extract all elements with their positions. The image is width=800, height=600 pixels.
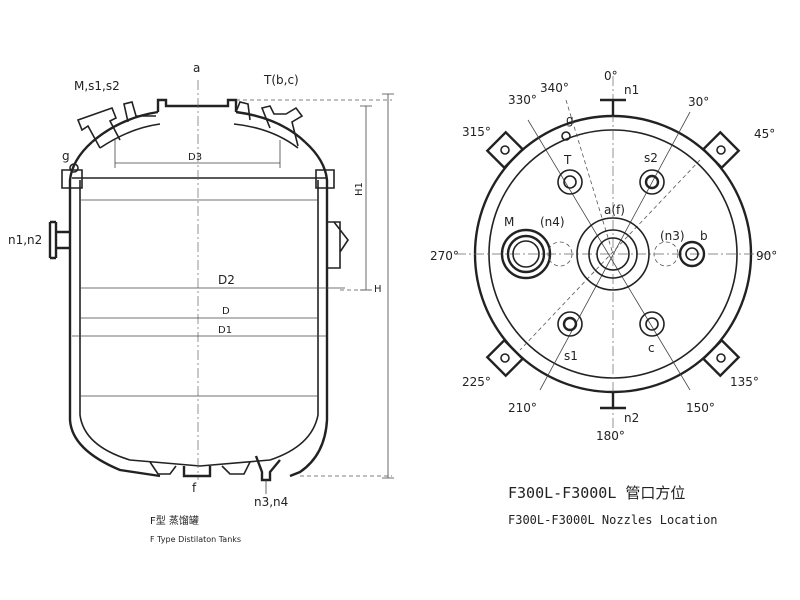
angle-315: 315° [462,125,491,139]
nozzle-n1 [600,98,626,116]
label-t-b-c: T(b,c) [263,73,299,87]
vessel-outer-shell [68,141,329,478]
caption-cn-left: F型 蒸馏罐 [150,514,199,527]
top-nozzle-left-2 [123,101,156,123]
label-h1: H1 [354,182,365,196]
dim-h [382,93,394,479]
nozzle-label-s2: s2 [644,151,658,165]
label-d3: D3 [188,152,202,163]
top-nozzle-left [76,106,121,149]
angle-210: 210° [508,401,537,415]
label-a: a [193,61,200,75]
axis-340 [565,99,614,255]
nozzle-label-s1: s1 [564,349,578,363]
jacket-flange-right [315,169,335,189]
label-d2: D2 [218,273,235,287]
label-d1: D1 [218,325,232,336]
label-n3-n4: n3,n4 [254,495,288,509]
dim-h1 [360,105,372,291]
nozzle-label-m: M [504,215,514,229]
angle-135: 135° [730,375,759,389]
jacket-flange-left [61,169,83,189]
vessel-top-head [91,110,306,143]
vessel-top-head-inner [99,123,299,149]
body-lines [80,199,318,397]
caption-sub-right: F300L-F3000L Nozzles Location [508,513,718,527]
angle-225: 225° [462,375,491,389]
side-nozzle-n1n2 [48,220,70,260]
nozzle-t [557,169,583,195]
side-elevation-view: a M,s1,s2 T(b,c) g n1,n2 D3 D2 D D1 H1 H… [8,61,394,544]
angle-270: 270° [430,249,459,263]
nozzle-c [639,311,665,337]
angle-180: 180° [596,429,625,443]
top-nozzle-right [260,105,304,147]
caption-main-right: F300L-F3000L 管口方位 [508,484,685,502]
nozzle-g [561,131,571,141]
angle-30: 30° [688,95,709,109]
lug-135 [701,338,741,378]
angle-45: 45° [754,127,775,141]
top-nozzle-a [156,98,238,112]
lug-225 [485,338,525,378]
support-bracket [327,221,349,269]
nozzle-s1 [557,311,583,337]
label-n1-n2: n1,n2 [8,233,42,247]
angle-0: 0° [604,69,618,83]
angle-90: 90° [756,249,777,263]
label-d: D [222,306,230,317]
top-nozzle-right-2 [235,101,251,121]
nozzle-m [500,228,552,280]
angle-330: 330° [508,93,537,107]
nozzle-n2 [600,392,626,410]
nozzle-label-n3: (n3) [660,229,685,243]
nozzle-label-b: b [700,229,708,243]
nozzle-plan-view: 0° 30° 45° 90° 135° 150° 180° 210° 225° … [430,69,777,527]
nozzle-n3 [653,241,679,267]
axis-45-225 [519,159,701,351]
label-g: g [62,149,70,163]
lug-315 [485,130,525,170]
nozzle-label-n2: n2 [624,411,639,425]
bottom-legs [149,461,251,475]
nozzle-n4 [547,241,573,267]
angle-150: 150° [686,401,715,415]
lug-45 [701,130,741,170]
label-h: H [374,284,382,295]
nozzle-label-c: c [648,341,655,355]
nozzle-a-f [576,217,650,291]
angle-340: 340° [540,81,569,95]
label-m-s1-s2: M,s1,s2 [74,79,120,93]
nozzle-label-t: T [563,153,572,167]
dim-d3 [114,140,281,168]
nozzle-label-n4: (n4) [540,215,565,229]
nozzle-label-a-f: a(f) [604,203,625,217]
nozzle-label-g: g [566,113,574,127]
caption-en-left: F Type Distilaton Tanks [150,535,241,544]
axis-30-210 [539,111,691,391]
axis-330-150 [527,119,691,391]
nozzle-label-n1: n1 [624,83,639,97]
vessel-inner-shell [79,180,319,467]
dim-h-ext [236,99,392,477]
nozzle-b [678,240,706,268]
sight-glass-g [69,163,79,173]
bottom-nozzle-f [182,466,212,478]
label-f: f [192,481,197,495]
nozzle-s2 [639,169,665,195]
